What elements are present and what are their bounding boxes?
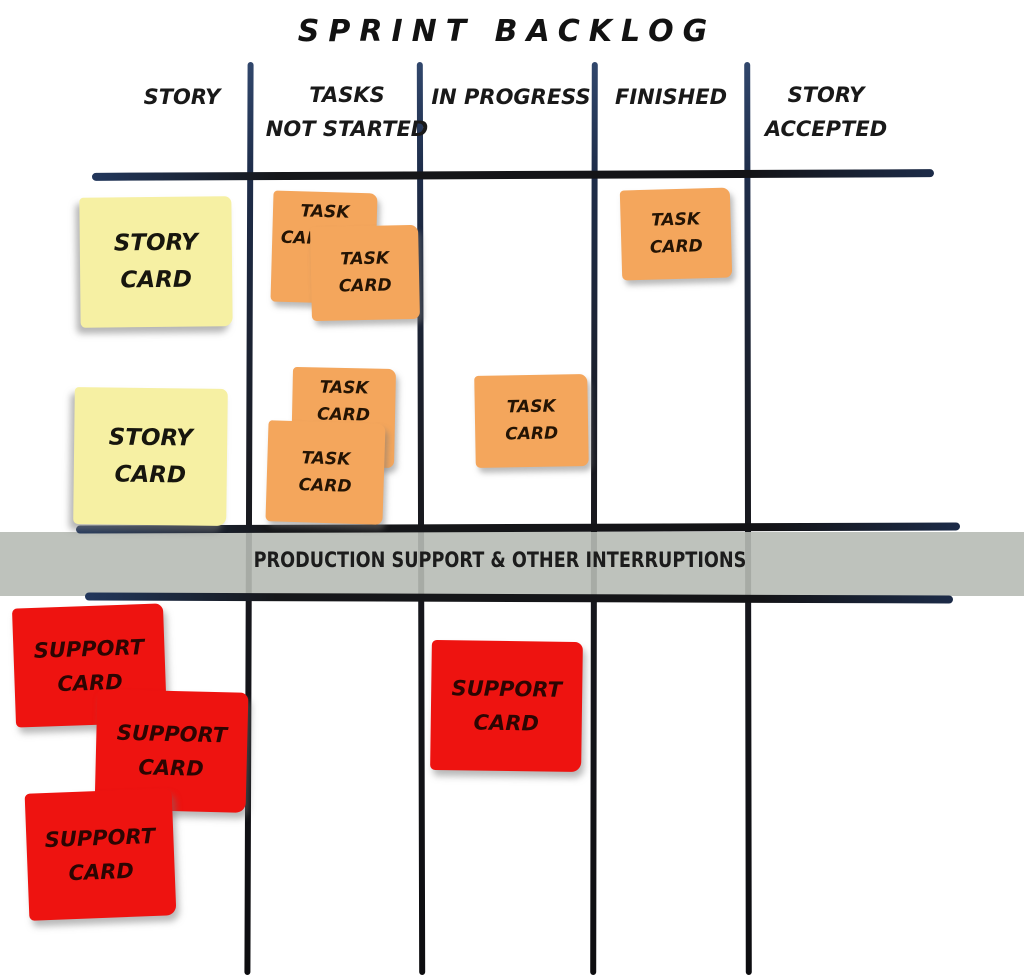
card-label: SUPPORT	[33, 634, 145, 663]
column-header-label: ACCEPTED	[764, 117, 888, 141]
column-divider-line	[416, 61, 426, 975]
task-card: TASK CARD	[265, 420, 386, 525]
column-header-story-accepted: STORY ACCEPTED	[752, 78, 900, 146]
card-label: STORY	[108, 423, 193, 452]
support-card: SUPPORT CARD	[430, 639, 583, 773]
card-label: SUPPORT	[116, 720, 228, 748]
production-support-band-label: PRODUCTION SUPPORT & OTHER INTERRUPTIONS	[253, 548, 747, 572]
card-label: CARD	[68, 858, 135, 885]
card-label: STORY	[113, 229, 198, 257]
card-label: CARD	[298, 474, 352, 497]
task-card: TASK CARD	[619, 187, 733, 281]
support-card: SUPPORT CARD	[24, 788, 177, 921]
column-header-label: NOT STARTED	[265, 117, 429, 141]
column-header-label: FINISHED	[614, 85, 728, 109]
band-bottom-line	[84, 592, 954, 604]
column-header-label: IN PROGRESS	[431, 85, 591, 109]
card-label: TASK	[340, 248, 390, 270]
card-label: TASK	[319, 377, 369, 399]
task-card: TASK CARD	[474, 374, 589, 468]
card-label: CARD	[138, 755, 205, 781]
card-label: SUPPORT	[44, 823, 156, 852]
card-label: TASK	[301, 447, 351, 470]
card-label: CARD	[649, 236, 704, 258]
card-label: CARD	[338, 275, 392, 297]
card-label: CARD	[505, 423, 559, 445]
header-underline	[91, 169, 935, 181]
story-card: STORY CARD	[73, 387, 228, 526]
column-divider-line	[244, 61, 254, 975]
card-label: SUPPORT	[451, 676, 563, 702]
column-header-label: STORY	[787, 83, 865, 107]
card-label: TASK	[506, 396, 556, 418]
column-header-tasks-not-started: TASKS NOT STARTED	[262, 78, 432, 146]
board-title: SPRINT BACKLOG	[297, 14, 717, 49]
production-support-band	[0, 532, 1024, 596]
card-label: CARD	[473, 710, 540, 736]
column-divider-line	[590, 61, 598, 975]
column-header-label: STORY	[143, 85, 221, 109]
column-header-in-progress: IN PROGRESS	[426, 80, 596, 114]
column-header-label: TASKS	[309, 83, 385, 107]
card-label: TASK	[650, 209, 701, 231]
card-label: TASK	[300, 201, 350, 223]
column-divider-line	[744, 61, 752, 975]
column-header-story: STORY	[97, 80, 267, 114]
column-header-finished: FINISHED	[601, 80, 741, 114]
card-label: CARD	[114, 461, 187, 488]
task-card: TASK CARD	[310, 224, 420, 322]
story-card: STORY CARD	[79, 196, 233, 328]
card-label: CARD	[120, 266, 193, 294]
